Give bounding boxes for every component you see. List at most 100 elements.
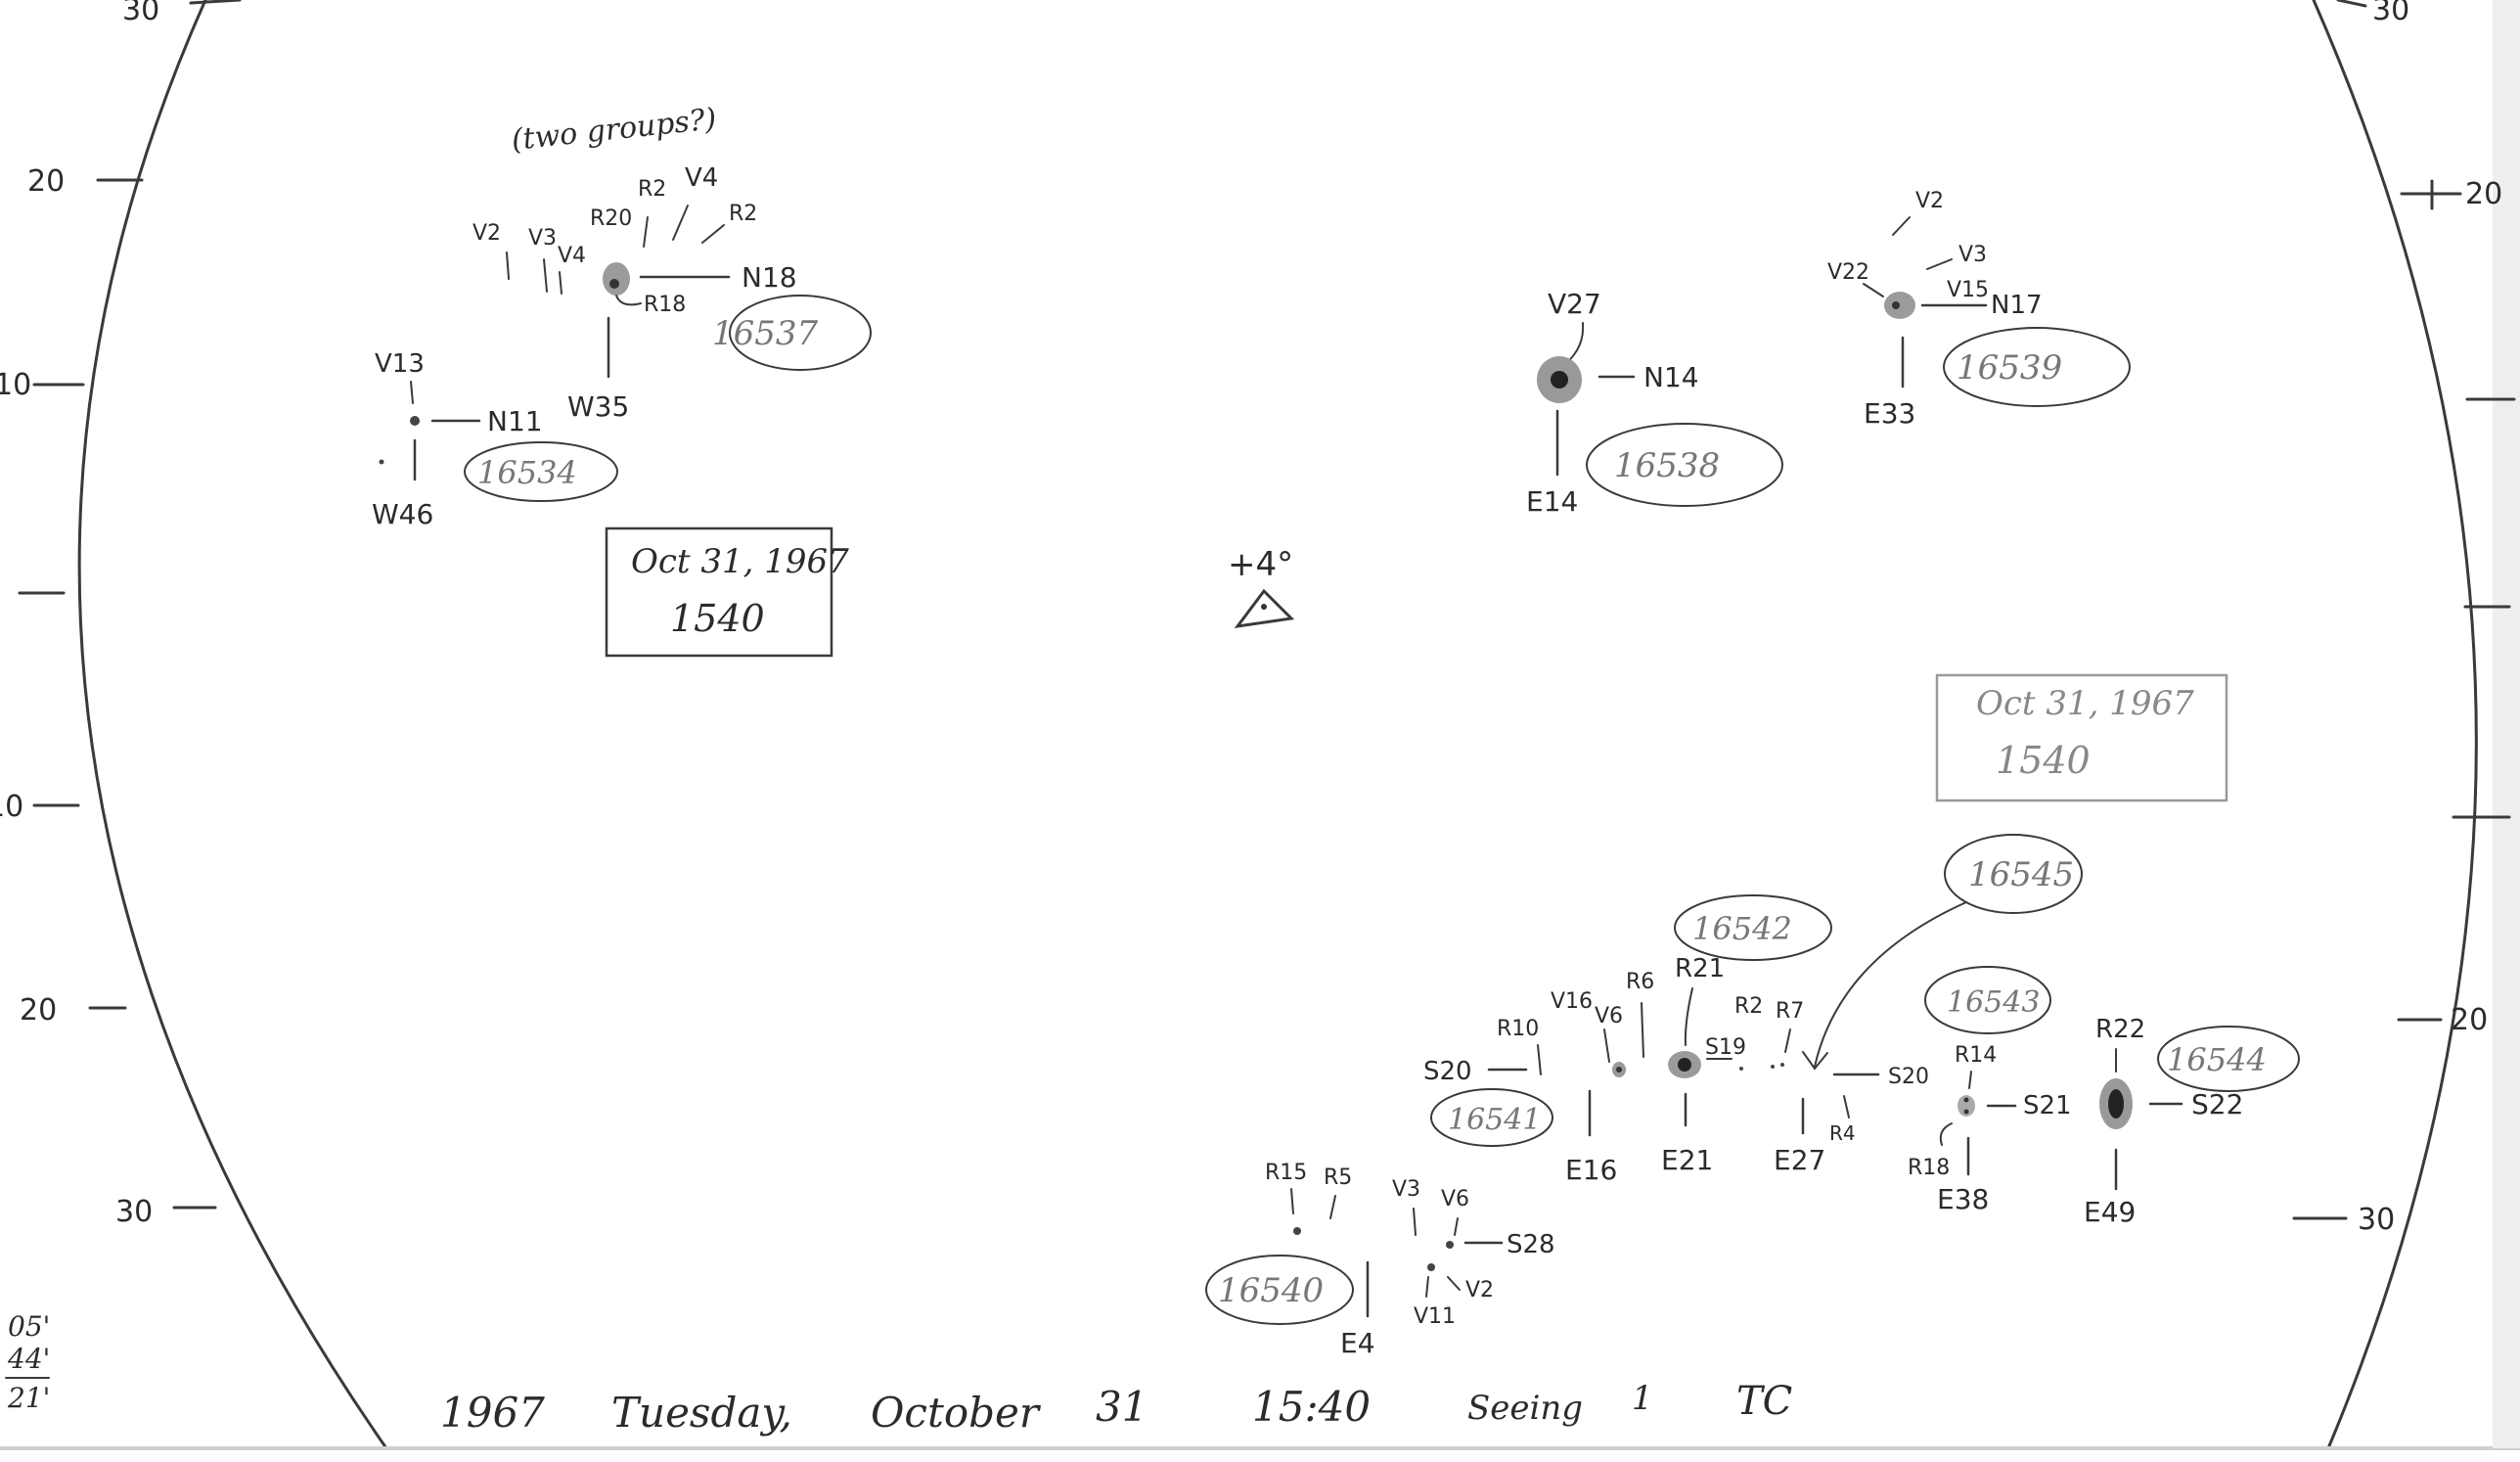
- region-16534: V13 N11 W46 16534: [372, 349, 618, 530]
- date-box-1-time: 1540: [670, 597, 765, 640]
- region-16542-lon: E21: [1661, 1144, 1713, 1176]
- region-16541-label-4: R6: [1626, 970, 1654, 994]
- region-16537: V2 V3 V4 R20 R2 V4 R2 R18 N18 W35 16537: [472, 163, 872, 423]
- footer-month: October: [871, 1389, 1042, 1437]
- region-16539-number: 16539: [1957, 348, 2062, 388]
- region-16537-label-8: R18: [644, 293, 686, 317]
- region-16544-lat: S22: [2191, 1088, 2243, 1120]
- sunspot-penumbra: [603, 262, 630, 296]
- region-16545-lon: E27: [1774, 1144, 1825, 1176]
- limb-label-left-6: 30: [115, 1195, 153, 1229]
- region-16543-label-r18: R18: [1908, 1156, 1950, 1180]
- region-16543-lat: S21: [2023, 1091, 2072, 1120]
- sunspot-umbra: [2108, 1089, 2124, 1119]
- limb-label-left-3: 10: [0, 368, 31, 402]
- limb-label-left-4: 10: [0, 790, 23, 824]
- sunspot-penumbra: [1958, 1095, 1975, 1117]
- margin-note-2: 44': [7, 1343, 50, 1375]
- footer-seeing-label: Seeing: [1467, 1389, 1583, 1428]
- region-16540: R15 R5 V3 V6 S28 V11 V2 E4 16540: [1205, 1161, 1555, 1359]
- limb-label-right-3: 20: [2451, 1003, 2488, 1037]
- region-16540-label-3: V3: [1392, 1177, 1420, 1202]
- region-16538-label-v27: V27: [1548, 288, 1601, 320]
- limb-ticks-right: 30 20 20 30: [2292, 0, 2516, 1237]
- region-16539-label-3: V3: [1958, 243, 1987, 267]
- region-16542-label-r21: R21: [1675, 954, 1725, 983]
- limb-arc-left: [77, 0, 388, 1450]
- region-16537-lon: W35: [567, 390, 629, 423]
- footer-year: 1967: [440, 1389, 545, 1437]
- region-16545-label-2: R7: [1776, 999, 1804, 1024]
- footer-observer: TC: [1736, 1379, 1792, 1424]
- footer-seeing-value: 1: [1632, 1379, 1653, 1418]
- region-16540-number: 16540: [1218, 1271, 1324, 1310]
- region-16538-number: 16538: [1614, 446, 1720, 485]
- region-16541-label-1: R10: [1497, 1017, 1539, 1041]
- sunspot-umbra: [1963, 1097, 1969, 1103]
- sunspot: [1780, 1063, 1784, 1067]
- region-16538: V27 N14 E14 16538: [1526, 288, 1783, 518]
- sunspot: [1446, 1241, 1454, 1249]
- region-16538-lon: E14: [1526, 485, 1578, 518]
- region-16537-label-4: R20: [590, 206, 632, 231]
- region-16540-label-1: R15: [1265, 1161, 1307, 1185]
- footer-caption: 1967 Tuesday, October 31 15:40 Seeing 1 …: [440, 1379, 1792, 1437]
- sunspot: [379, 459, 384, 465]
- footer-day: 31: [1096, 1383, 1148, 1431]
- date-box-1-date: Oct 31, 1967: [631, 542, 849, 581]
- region-16541-label-3: V6: [1595, 1004, 1623, 1028]
- margin-notes: 05' 44' 21': [5, 1310, 50, 1414]
- sunspot-umbra: [1963, 1109, 1969, 1115]
- footer-time: 15:40: [1252, 1383, 1371, 1431]
- sunspot: [1771, 1065, 1775, 1069]
- region-16537-label-7: R2: [729, 202, 757, 226]
- sunspot-umbra: [1892, 301, 1900, 309]
- limb-label-left-2: 20: [27, 164, 65, 199]
- annotation-two-groups: (two groups?): [510, 102, 718, 158]
- sunspot-umbra: [1678, 1058, 1691, 1072]
- region-16540-label-2: R5: [1324, 1165, 1352, 1190]
- region-16540-lon: E4: [1340, 1327, 1375, 1359]
- region-16540-label-6: V2: [1465, 1278, 1494, 1302]
- region-16534-lon: W46: [372, 498, 433, 530]
- date-box-2-time: 1540: [1996, 739, 2091, 782]
- region-16543: 16543 R14 S21 R18 E38: [1908, 966, 2072, 1215]
- limb-arc-right: [2312, 0, 2478, 1450]
- date-box-2-date: Oct 31, 1967: [1976, 684, 2194, 723]
- sunspot: [1739, 1067, 1743, 1071]
- region-16534-number: 16534: [477, 454, 577, 491]
- region-16537-lat: N18: [742, 261, 797, 294]
- region-16542-lat: S19: [1705, 1035, 1746, 1060]
- sunspot: [1427, 1263, 1435, 1271]
- region-16539-label-2: V22: [1827, 260, 1869, 285]
- region-16541-lon: E16: [1565, 1154, 1617, 1186]
- region-16545-lat: S20: [1888, 1065, 1929, 1089]
- region-16542-number: 16542: [1692, 910, 1792, 947]
- region-16541: S20 R10 V16 V6 R6 E16 16541: [1423, 970, 1654, 1186]
- region-16539-lon: E33: [1864, 397, 1915, 430]
- limb-label-left-5: 20: [20, 993, 57, 1028]
- margin-note-3: 21': [7, 1382, 50, 1414]
- limb-label-left-1: 30: [122, 0, 159, 27]
- region-16539-label-4: V15: [1947, 278, 1989, 302]
- sunspot-umbra: [609, 279, 619, 289]
- footer-weekday: Tuesday,: [611, 1389, 792, 1437]
- region-16545-label-3: R4: [1829, 1121, 1856, 1145]
- region-16543-number: 16543: [1947, 985, 2040, 1020]
- region-16539: V2 V22 V3 V15 N17 E33 16539: [1827, 189, 2131, 430]
- limb-label-right-2: 20: [2465, 177, 2502, 211]
- region-16545-number: 16545: [1968, 855, 2074, 894]
- region-16537-number: 16537: [712, 314, 819, 353]
- region-16538-lat: N14: [1643, 361, 1699, 393]
- sunspot-umbra: [1551, 371, 1568, 388]
- region-16539-lat: N17: [1991, 291, 2043, 320]
- region-16540-label-4: V6: [1441, 1187, 1469, 1211]
- region-16544: R22 16544 S22 E49: [2084, 1015, 2300, 1228]
- region-16537-label-6: V4: [685, 163, 718, 193]
- region-16537-label-1: V2: [472, 221, 501, 246]
- sunspot: [410, 416, 420, 426]
- date-box-1: Oct 31, 1967 1540: [605, 526, 849, 658]
- region-16537-label-5: R2: [638, 177, 666, 202]
- sunspot: [1293, 1227, 1301, 1235]
